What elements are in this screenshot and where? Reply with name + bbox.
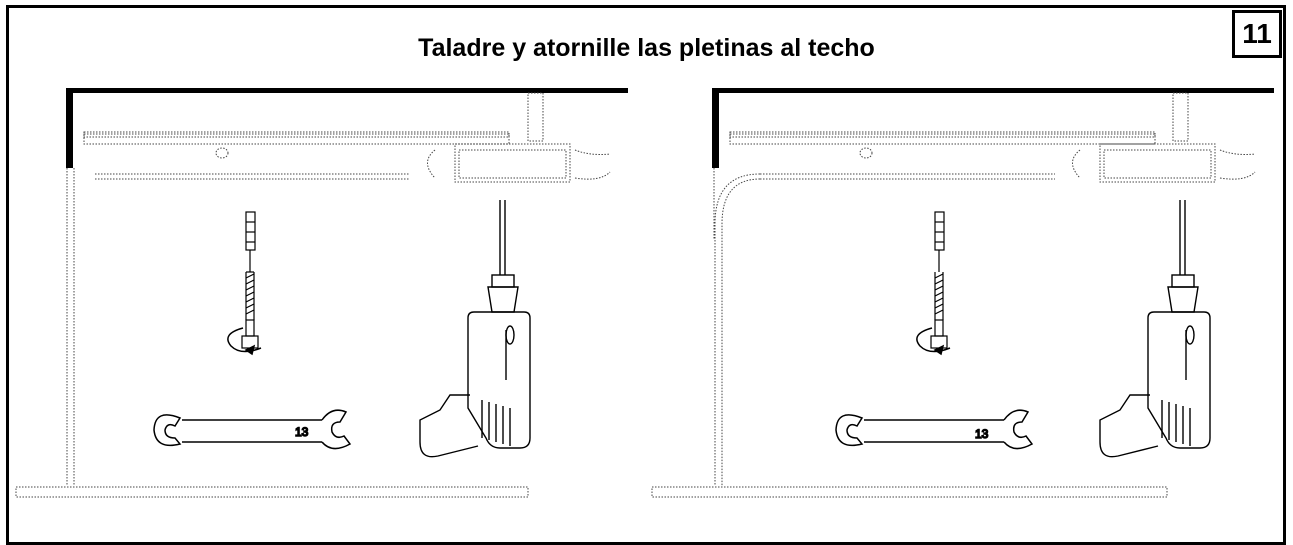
- wall-plug-icon: [934, 211, 945, 272]
- ceiling-rail: [83, 92, 611, 183]
- rotate-arrow-icon: [916, 327, 951, 356]
- ceiling-rail: [729, 92, 1256, 183]
- step-number-badge: 11: [1232, 10, 1282, 58]
- page-title: Taladre y atornille las pletinas al tech…: [418, 34, 875, 62]
- wrench-size-label: 13: [975, 427, 989, 441]
- floor: [15, 486, 529, 498]
- drill-icon: [1099, 200, 1211, 458]
- ceiling: [712, 88, 1274, 168]
- curved-wall-track: [713, 168, 761, 486]
- drill-icon: [419, 200, 531, 458]
- wall-plug-icon: [245, 211, 256, 272]
- ceiling: [66, 88, 628, 168]
- lag-screw-icon: [241, 271, 259, 349]
- wrench-size-label: 13: [295, 425, 309, 439]
- rotate-arrow-icon: [227, 327, 262, 356]
- wrench-icon: 13: [835, 409, 1034, 450]
- floor: [651, 486, 1168, 498]
- lag-screw-icon: [930, 272, 948, 349]
- wrench-icon: 13: [153, 409, 352, 450]
- left-panel: 13: [15, 88, 628, 498]
- wall: [66, 168, 75, 485]
